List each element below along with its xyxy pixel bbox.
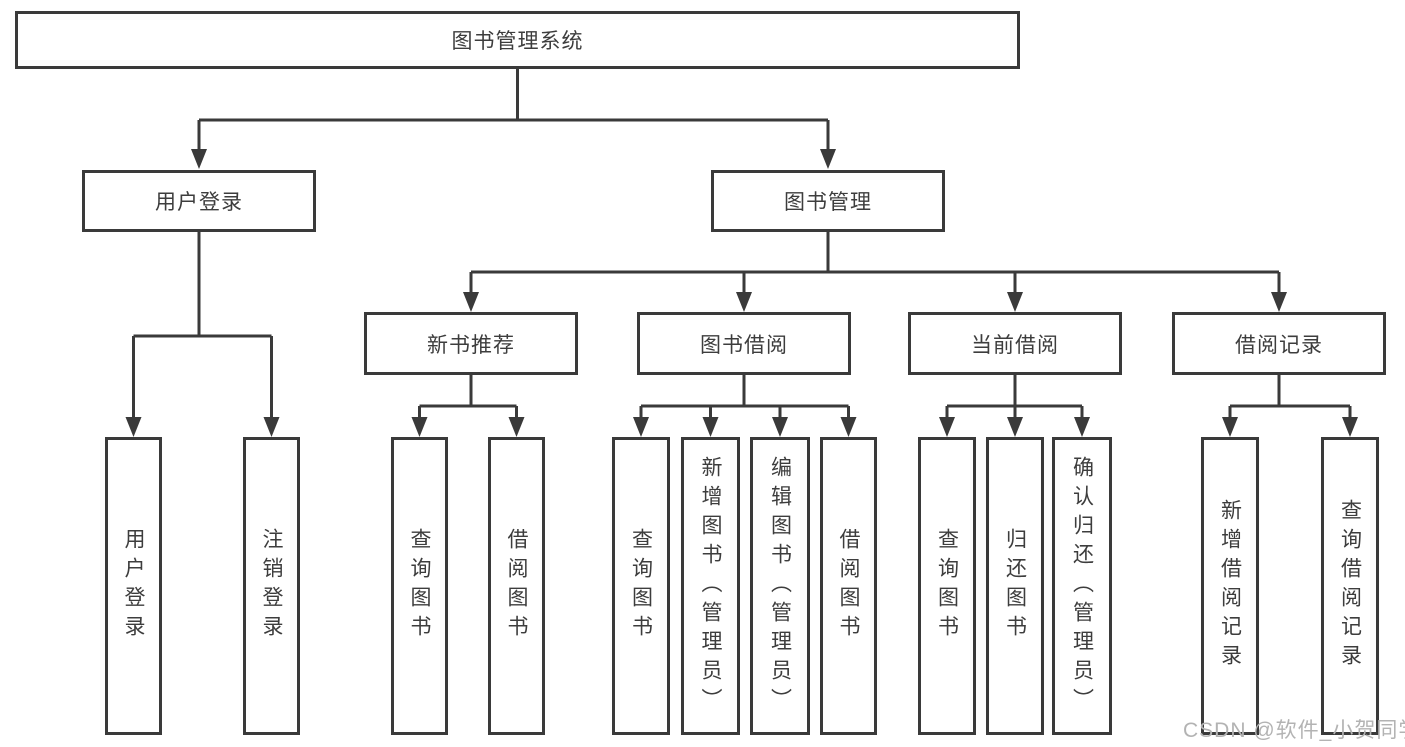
- node-label: 图书借阅: [700, 333, 788, 357]
- leaf-label: 编辑图书（管理员）: [768, 455, 792, 717]
- leaf-add-book-admin: 新增图书（管理员）: [681, 437, 740, 735]
- leaf-label: 借阅图书: [837, 528, 860, 644]
- leaf-label: 新增图书（管理员）: [699, 455, 722, 717]
- leaf-label: 查询图书: [935, 528, 959, 644]
- leaf-label: 查询图书: [629, 528, 653, 644]
- leaf-query-books-recommend: 查询图书: [391, 437, 448, 735]
- leaf-label: 用户登录: [122, 528, 145, 644]
- leaf-borrow-books: 借阅图书: [820, 437, 877, 735]
- leaf-query-borrow-record: 查询借阅记录: [1321, 437, 1379, 735]
- leaf-label: 查询图书: [408, 528, 431, 644]
- node-label: 图书管理系统: [451, 30, 584, 53]
- node-current-borrow: 当前借阅: [908, 312, 1122, 375]
- leaf-label: 借阅图书: [505, 528, 528, 644]
- csdn-watermark: CSDN @软件_小贺同学: [1183, 719, 1405, 742]
- node-library-management-system: 图书管理系统: [15, 11, 1020, 69]
- node-label: 新书推荐: [427, 333, 515, 357]
- leaf-logout: 注销登录: [243, 437, 300, 735]
- node-label: 借阅记录: [1235, 333, 1323, 357]
- leaf-label: 查询借阅记录: [1338, 499, 1362, 673]
- leaf-label: 确认归还（管理员）: [1070, 455, 1094, 717]
- leaf-user-login: 用户登录: [105, 437, 162, 735]
- leaf-add-borrow-record: 新增借阅记录: [1201, 437, 1259, 735]
- node-book-borrow: 图书借阅: [637, 312, 851, 375]
- node-user-login: 用户登录: [82, 170, 316, 232]
- leaf-query-books-current: 查询图书: [918, 437, 976, 735]
- leaf-label: 归还图书: [1003, 528, 1027, 644]
- leaf-edit-book-admin: 编辑图书（管理员）: [750, 437, 810, 735]
- leaf-confirm-return-admin: 确认归还（管理员）: [1052, 437, 1112, 735]
- node-label: 用户登录: [155, 191, 243, 214]
- node-label: 图书管理: [784, 191, 872, 214]
- leaf-label: 新增借阅记录: [1218, 499, 1242, 673]
- leaf-borrow-books-recommend: 借阅图书: [488, 437, 545, 735]
- node-borrow-records: 借阅记录: [1172, 312, 1386, 375]
- leaf-return-book: 归还图书: [986, 437, 1044, 735]
- leaf-label: 注销登录: [260, 528, 283, 644]
- node-book-management: 图书管理: [711, 170, 945, 232]
- node-new-book-recommend: 新书推荐: [364, 312, 578, 375]
- node-label: 当前借阅: [971, 333, 1059, 357]
- leaf-query-books-borrow: 查询图书: [612, 437, 670, 735]
